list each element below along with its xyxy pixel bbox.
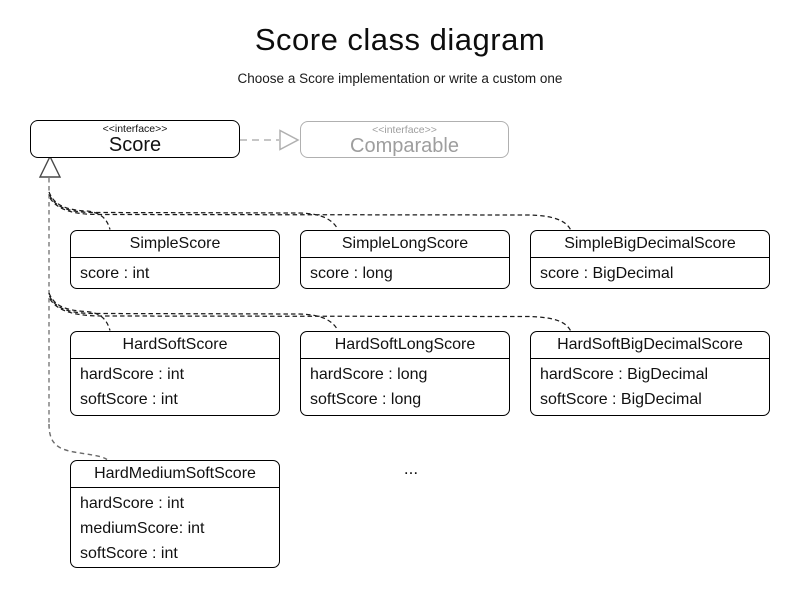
connector-hardsoftscore: [48, 292, 111, 331]
interface-comparable: <<interface>> Comparable: [300, 121, 509, 158]
attribute: softScore : int: [80, 545, 178, 562]
attribute: hardScore : int: [80, 495, 185, 512]
class-simplelongscore: SimpleLongScore score : long: [300, 230, 510, 289]
connector-hardsoftlongscore: [48, 295, 339, 331]
attribute: score : long: [310, 265, 393, 282]
attribute: softScore : long: [310, 391, 422, 408]
score-name: Score: [108, 134, 162, 156]
connector-simplescore: [48, 191, 111, 230]
class-simplebigdecimalscore: SimpleBigDecimalScore score : BigDecimal: [530, 230, 770, 289]
page-subtitle: Choose a Score implementation or write a…: [237, 71, 563, 86]
more-implementations-ellipsis: ...: [403, 459, 419, 478]
class-simplescore: SimpleScore score : int: [70, 230, 280, 289]
class-title: SimpleLongScore: [301, 231, 509, 258]
class-title: HardMediumSoftScore: [71, 461, 279, 488]
attribute: hardScore : long: [310, 366, 428, 383]
class-title: SimpleBigDecimalScore: [531, 231, 769, 258]
class-hardsoftbigdecimalscore: HardSoftBigDecimalScore hardScore : BigD…: [530, 331, 770, 416]
realization-arrowhead-icon: [279, 129, 300, 151]
score-stereotype: <<interface>>: [102, 123, 168, 135]
comparable-stereotype: <<interface>>: [372, 124, 437, 136]
connector-simplelongscore: [48, 194, 339, 230]
page-title: Score class diagram: [254, 22, 546, 57]
attribute: hardScore : BigDecimal: [540, 366, 709, 383]
class-hardsoftscore: HardSoftScore hardScore : int softScore …: [70, 331, 280, 416]
class-title: HardSoftBigDecimalScore: [531, 332, 769, 359]
interface-score: <<interface>> Score: [30, 120, 240, 158]
class-hardmediumsoftscore: HardMediumSoftScore hardScore : int medi…: [70, 460, 280, 568]
inheritance-arrowhead-icon: [38, 154, 62, 178]
connector-hardmediumsoftscore: [48, 423, 108, 461]
connector-simplebigdecimalscore: [49, 197, 572, 230]
connector-hardsoftbigdecimalscore: [49, 298, 572, 331]
comparable-name: Comparable: [350, 135, 459, 157]
attribute: softScore : int: [80, 391, 178, 408]
class-title: HardSoftScore: [71, 332, 279, 359]
attribute: score : BigDecimal: [540, 265, 674, 282]
class-hardsoftlongscore: HardSoftLongScore hardScore : long softS…: [300, 331, 510, 416]
attribute: softScore : BigDecimal: [540, 391, 702, 408]
class-title: SimpleScore: [71, 231, 279, 258]
attribute: score : int: [80, 265, 150, 282]
class-title: HardSoftLongScore: [301, 332, 509, 359]
attribute: mediumScore: int: [80, 520, 205, 537]
attribute: hardScore : int: [80, 366, 185, 383]
